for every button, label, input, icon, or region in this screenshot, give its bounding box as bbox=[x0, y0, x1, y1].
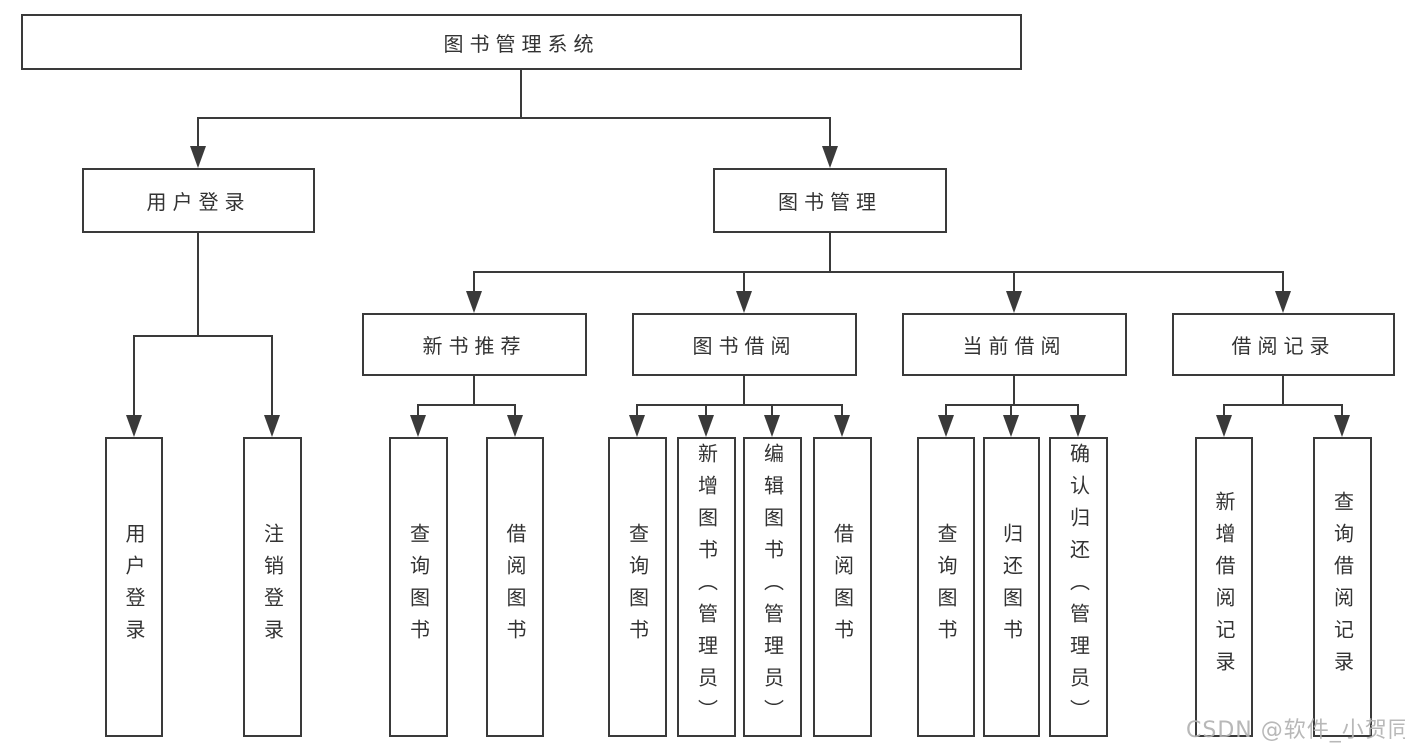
leaf-user-login: 用户登录 bbox=[105, 437, 163, 737]
connector-line bbox=[1223, 404, 1225, 416]
leaf-query-books-borrow: 查询图书 bbox=[608, 437, 667, 737]
connector-line bbox=[1013, 376, 1015, 406]
connector-line bbox=[271, 335, 273, 416]
connector-line bbox=[636, 404, 638, 416]
connector-line bbox=[1282, 271, 1284, 292]
leaf-label: 用户登录 bbox=[122, 523, 146, 651]
connector-line bbox=[705, 404, 707, 416]
arrow-down-icon bbox=[1070, 415, 1086, 437]
arrow-down-icon bbox=[410, 415, 426, 437]
node-current-borrow: 当前借阅 bbox=[902, 313, 1127, 376]
leaf-query-borrow-record: 查询借阅记录 bbox=[1313, 437, 1372, 737]
leaf-label: 编辑图书（管理员） bbox=[760, 443, 785, 731]
leaf-add-books-admin: 新增图书（管理员） bbox=[677, 437, 736, 737]
leaf-query-books-recommend: 查询图书 bbox=[389, 437, 448, 737]
leaf-label: 新增图书（管理员） bbox=[694, 443, 719, 731]
connector-line bbox=[829, 233, 831, 273]
leaf-return-books: 归还图书 bbox=[983, 437, 1040, 737]
arrow-down-icon bbox=[938, 415, 954, 437]
leaf-label: 查询借阅记录 bbox=[1330, 491, 1355, 683]
connector-line bbox=[1010, 404, 1012, 416]
node-user-login-branch: 用户登录 bbox=[82, 168, 315, 233]
arrow-down-icon bbox=[629, 415, 645, 437]
arrow-down-icon bbox=[1334, 415, 1350, 437]
connector-line bbox=[945, 404, 947, 416]
node-book-management: 图书管理 bbox=[713, 168, 947, 233]
connector-line bbox=[829, 117, 831, 147]
arrow-down-icon bbox=[1006, 291, 1022, 313]
arrow-down-icon bbox=[126, 415, 142, 437]
arrow-down-icon bbox=[736, 291, 752, 313]
connector-line bbox=[771, 404, 773, 416]
connector-line bbox=[743, 376, 745, 406]
leaf-label: 借阅图书 bbox=[503, 523, 527, 651]
arrow-down-icon bbox=[507, 415, 523, 437]
connector-line bbox=[514, 404, 516, 416]
arrow-down-icon bbox=[190, 146, 206, 168]
node-root: 图书管理系统 bbox=[21, 14, 1022, 70]
leaf-label: 新增借阅记录 bbox=[1212, 491, 1236, 683]
leaf-label: 查询图书 bbox=[625, 523, 650, 651]
arrow-down-icon bbox=[264, 415, 280, 437]
connector-line bbox=[1223, 404, 1343, 406]
connector-line bbox=[520, 70, 522, 118]
connector-line bbox=[1341, 404, 1343, 416]
leaf-logout: 注销登录 bbox=[243, 437, 302, 737]
arrow-down-icon bbox=[822, 146, 838, 168]
connector-line bbox=[417, 404, 516, 406]
watermark: CSDN @软件_小贺同学 bbox=[1186, 718, 1405, 743]
leaf-label: 归还图书 bbox=[999, 523, 1024, 651]
connector-line bbox=[197, 233, 199, 336]
connector-line bbox=[197, 117, 199, 147]
connector-line bbox=[1013, 271, 1015, 292]
leaf-confirm-return-admin: 确认归还（管理员） bbox=[1049, 437, 1108, 737]
arrow-down-icon bbox=[1216, 415, 1232, 437]
connector-line bbox=[743, 271, 745, 292]
node-borrow-record: 借阅记录 bbox=[1172, 313, 1395, 376]
arrow-down-icon bbox=[1003, 415, 1019, 437]
connector-line bbox=[133, 335, 135, 416]
node-book-borrow: 图书借阅 bbox=[632, 313, 857, 376]
leaf-label: 借阅图书 bbox=[830, 523, 855, 651]
connector-line bbox=[473, 271, 1284, 273]
leaf-borrow-books-recommend: 借阅图书 bbox=[486, 437, 544, 737]
leaf-label: 注销登录 bbox=[260, 523, 285, 651]
leaf-label: 确认归还（管理员） bbox=[1066, 443, 1091, 731]
connector-line bbox=[636, 404, 843, 406]
arrow-down-icon bbox=[834, 415, 850, 437]
arrow-down-icon bbox=[698, 415, 714, 437]
arrow-down-icon bbox=[466, 291, 482, 313]
leaf-add-borrow-record: 新增借阅记录 bbox=[1195, 437, 1253, 737]
leaf-label: 查询图书 bbox=[934, 523, 958, 651]
connector-line bbox=[473, 376, 475, 406]
arrow-down-icon bbox=[764, 415, 780, 437]
leaf-edit-books-admin: 编辑图书（管理员） bbox=[743, 437, 802, 737]
node-new-book-recommend: 新书推荐 bbox=[362, 313, 587, 376]
connector-line bbox=[945, 404, 1079, 406]
leaf-label: 查询图书 bbox=[406, 523, 431, 651]
connector-line bbox=[841, 404, 843, 416]
connector-line bbox=[133, 335, 273, 337]
connector-line bbox=[1282, 376, 1284, 406]
connector-line bbox=[198, 117, 831, 119]
connector-line bbox=[417, 404, 419, 416]
connector-line bbox=[1077, 404, 1079, 416]
leaf-query-books-current: 查询图书 bbox=[917, 437, 975, 737]
leaf-borrow-books: 借阅图书 bbox=[813, 437, 872, 737]
connector-line bbox=[473, 271, 475, 292]
arrow-down-icon bbox=[1275, 291, 1291, 313]
